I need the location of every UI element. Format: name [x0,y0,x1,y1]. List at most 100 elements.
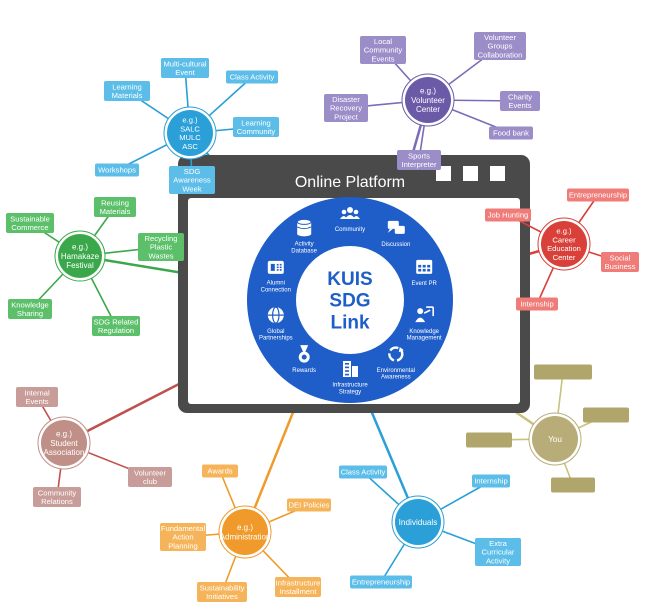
medal-icon [298,345,310,363]
student-leaf-box [16,387,58,407]
feature-label: Event PR [412,281,438,287]
globe-icon [267,306,284,324]
individuals-leaf-label: Internship [474,477,507,486]
salc-hub-circle [167,110,213,156]
salc-leaf-box [226,70,278,84]
career-leaf-box [567,188,629,202]
window-control-square-3 [490,166,505,181]
feature-item: Discussion [381,220,410,248]
student-leaf-box [128,467,172,487]
you-leaf-box [551,477,595,493]
you-hub-label: You [548,435,562,444]
hamakaze-leaf-box [8,299,52,319]
individuals-hub-circle [395,499,441,545]
volunteer-leaf-node: Food bank [489,126,533,140]
career-leaf-node: Entrepreneurship [567,188,629,202]
admin-leaf-box [160,523,206,551]
volunteer-leaf-box [474,32,526,60]
phone-icon [267,260,284,274]
individuals-leaf-box [475,538,521,566]
career-leaf-label: Entrepreneurship [569,191,627,200]
individuals-hub-label: Individuals [399,518,438,527]
teacher-icon [415,306,435,323]
career-leaf-box [485,208,531,222]
individuals-leaf-label: Class Activity [341,468,386,477]
volunteer-hub-circle [405,77,451,123]
building-icon [343,361,358,377]
you-leaf-box [583,407,629,423]
feature-item: Community [335,207,365,233]
career-leaf-box [601,252,639,272]
admin-hub-circle [222,509,268,555]
volunteer-leaf-box [500,91,540,111]
salc-leaf-box [95,163,139,177]
you-leaf-node [534,364,592,380]
hamakaze-hub-circle [58,234,102,278]
individuals-leaf-node: Entrepreneurship [350,575,412,589]
you-leaf-box [466,432,512,448]
volunteer-leaf-box [324,94,368,122]
admin-leaf-label: Awards [207,467,232,476]
individuals-leaf-box [472,474,510,488]
feature-label: Community [335,227,365,233]
admin-hub-label: e.g.)Administration [220,523,271,541]
admin-leaf-box [197,582,247,602]
career-leaf-node: Job Hunting [485,208,531,222]
volunteer-leaf-box [489,126,533,140]
individuals-hub-node: Individuals [391,495,445,549]
salc-leaf-node: Class Activity [226,70,278,84]
career-hub-circle [541,221,587,267]
volunteer-leaf-label: Food bank [493,129,529,138]
kuis-sdg-link-hub [296,246,404,354]
calendar-icon [416,259,433,274]
salc-leaf-box [104,81,150,101]
feature-item: Event PR [412,259,438,287]
admin-leaf-node: DEI Policies [287,498,331,512]
